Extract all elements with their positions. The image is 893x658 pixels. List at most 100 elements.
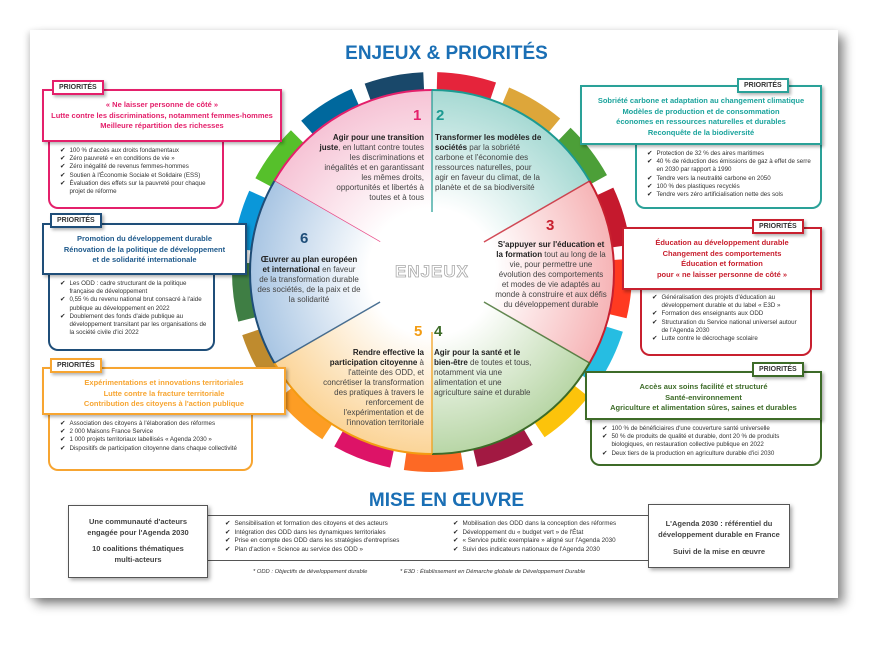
sector-2-number: 2 [436,107,445,124]
target-text: 0,55 % du revenu national brut consacré … [69,296,202,312]
sector-divider [483,301,590,364]
target-text: Doublement des fonds d'aide publique au … [69,312,207,337]
target-item: ✔50 % de produits de qualité et durable,… [602,433,814,449]
target-text: Structuration du Service national univer… [661,318,797,334]
priority-line: Éducation au développement durable [655,238,789,247]
international-priorities-tab: PRIORITÉS [50,213,102,228]
health-targets-list: ✔100 % de bénéficiaires d'une couverture… [590,419,822,466]
target-item: ✔Généralisation des projets d'éducation … [652,294,804,310]
sector-6-title: Œuvrer au plan européen et international [260,255,358,274]
page-title: ENJEUX & PRIORITÉS [345,43,548,64]
sector-2-title: Transformer les modèles de sociétés [435,133,542,152]
agenda-line: développement durable en France [658,530,780,539]
sector-1 [274,90,432,272]
implementation-item: ✔Sensibilisation et formation des citoye… [225,520,399,529]
target-text: 1 000 projets territoriaux labellisés « … [69,436,212,444]
agenda-line: L'Agenda 2030 : référentiel du [665,519,773,528]
health-priorities-tab: PRIORITÉS [752,362,804,377]
priority-line: Expérimentations et innovations territor… [84,378,244,387]
target-item: ✔100 % de bénéficiaires d'une couverture… [602,425,814,433]
check-icon: ✔ [60,444,66,452]
target-item: ✔Dispositifs de participation citoyenne … [60,445,245,453]
target-item: ✔2 000 Maisons France Service [60,428,245,436]
target-text: Dispositifs de participation citoyenne d… [69,444,237,452]
society-models-targets-list: ✔Protection de 32 % des aires maritimes✔… [635,144,822,209]
check-icon: ✔ [647,174,653,182]
education-targets-list: ✔Généralisation des projets d'éducation … [640,288,812,356]
target-text: Zéro pauvreté « en conditions de vie » [69,155,175,163]
sector-3-border [588,180,615,364]
community-line: engagée pour l'Agenda 2030 [87,528,189,537]
check-icon: ✔ [60,428,66,436]
sector-4-desc: de toutes et tous, notamment via une ali… [434,358,532,397]
priority-line: pour « ne laisser personne de côté » [656,269,788,279]
target-item: ✔100 % d'accès aux droits fondamentaux [60,147,216,155]
implementation-title: MISE EN ŒUVRE [368,490,525,511]
priority-line: Santé-environnement [665,392,742,402]
implementation-item: ✔Plan d'action « Science au service des … [225,546,399,555]
sector-5-number: 5 [414,323,423,340]
just-transition-priorities-tab: PRIORITÉS [52,80,104,95]
check-icon: ✔ [60,296,66,304]
check-icon: ✔ [60,163,66,171]
priority-line: économes en ressources naturelles et dur… [616,117,786,126]
target-text: 100 % d'accès aux droits fondamentaux [69,147,179,154]
sector-3-desc: tout au long de la vie, pour permettre u… [495,250,607,309]
implementation-text: Sensibilisation et formation des citoyen… [234,520,388,527]
priority-line: Rénovation de la politique de développem… [63,244,226,254]
coalitions-line: 10 coalitions thématiques [92,544,184,553]
check-icon: ✔ [453,520,459,527]
priority-line: Lutte contre la fracture territoriale [103,388,225,398]
target-item: ✔0,55 % du revenu national brut consacré… [60,296,207,312]
check-icon: ✔ [60,147,66,154]
check-icon: ✔ [225,528,231,536]
sector-6-number: 6 [300,230,309,247]
implementation-item: ✔« Service public exemplaire » aligné su… [453,537,616,546]
target-item: ✔Lutte contre le décrochage scolaire [652,335,804,343]
sector-6-border [249,180,276,364]
implementation-text: Mobilisation des ODD dans la conception … [462,520,617,527]
check-icon: ✔ [225,537,231,545]
target-item: ✔1 000 projets territoriaux labellisés «… [60,436,245,444]
footnote-e3d: * E3D : Établissement en Démarche global… [400,569,586,575]
priority-line: Changement des comportements [662,248,782,258]
check-icon: ✔ [652,318,658,326]
check-icon: ✔ [602,433,608,441]
target-item: ✔Formation des enseignants aux ODD [652,310,804,318]
priority-line: Reconquête de la biodiversité [647,127,755,137]
check-icon: ✔ [647,158,653,166]
target-text: Zéro inégalité de revenus femmes-hommes [69,163,189,171]
check-icon: ✔ [60,179,66,187]
target-text: 40 % de réduction des émissions de gaz à… [656,158,811,174]
target-item: ✔40 % de réduction des émissions de gaz … [647,158,814,174]
target-text: Évaluation des effets sur la pauvreté po… [69,179,206,196]
sector-3-title: S'appuyer sur l'éducation et la formatio… [496,240,605,259]
sector-divider [274,301,381,364]
sector-1-border [273,89,433,182]
citizen-participation-targets-list: ✔Association des citoyens à l'élaboratio… [48,414,253,471]
target-text: Tendre vers zéro artificialisation nette… [656,191,784,199]
target-item: ✔Structuration du Service national unive… [652,319,804,335]
target-text: 2 000 Maisons France Service [69,428,154,436]
sector-6-text: Œuvrer au plan européen et international… [257,255,361,305]
target-item: ✔Protection de 32 % des aires maritimes [647,150,814,158]
check-icon: ✔ [453,537,459,545]
priority-line: Meilleure répartition des richesses [100,121,224,130]
target-item: ✔Zéro inégalité de revenus femmes-hommes [60,163,216,171]
target-text: 50 % de produits de qualité et durable, … [611,433,780,449]
sector-2 [432,90,590,272]
check-icon: ✔ [647,150,653,157]
target-item: ✔Les ODD : cadre structurant de la polit… [60,280,207,296]
check-icon: ✔ [225,546,231,554]
citizen-participation-priorities-tab: PRIORITÉS [50,358,102,373]
sector-6 [249,181,432,363]
just-transition-priorities-box: « Ne laisser personne de côté »Lutte con… [42,89,282,142]
sdg-ring-segment [526,376,589,438]
implementation-item: ✔Suivi des indicateurs nationaux de l'Ag… [453,546,616,555]
implementation-band [205,515,650,561]
citizen-participation-priorities-box: Expérimentations et innovations territor… [42,367,286,415]
target-item: ✔Tendre vers la neutralité carbone en 20… [647,175,814,183]
sector-1-desc: , en luttant contre toutes les discrimin… [324,143,424,202]
